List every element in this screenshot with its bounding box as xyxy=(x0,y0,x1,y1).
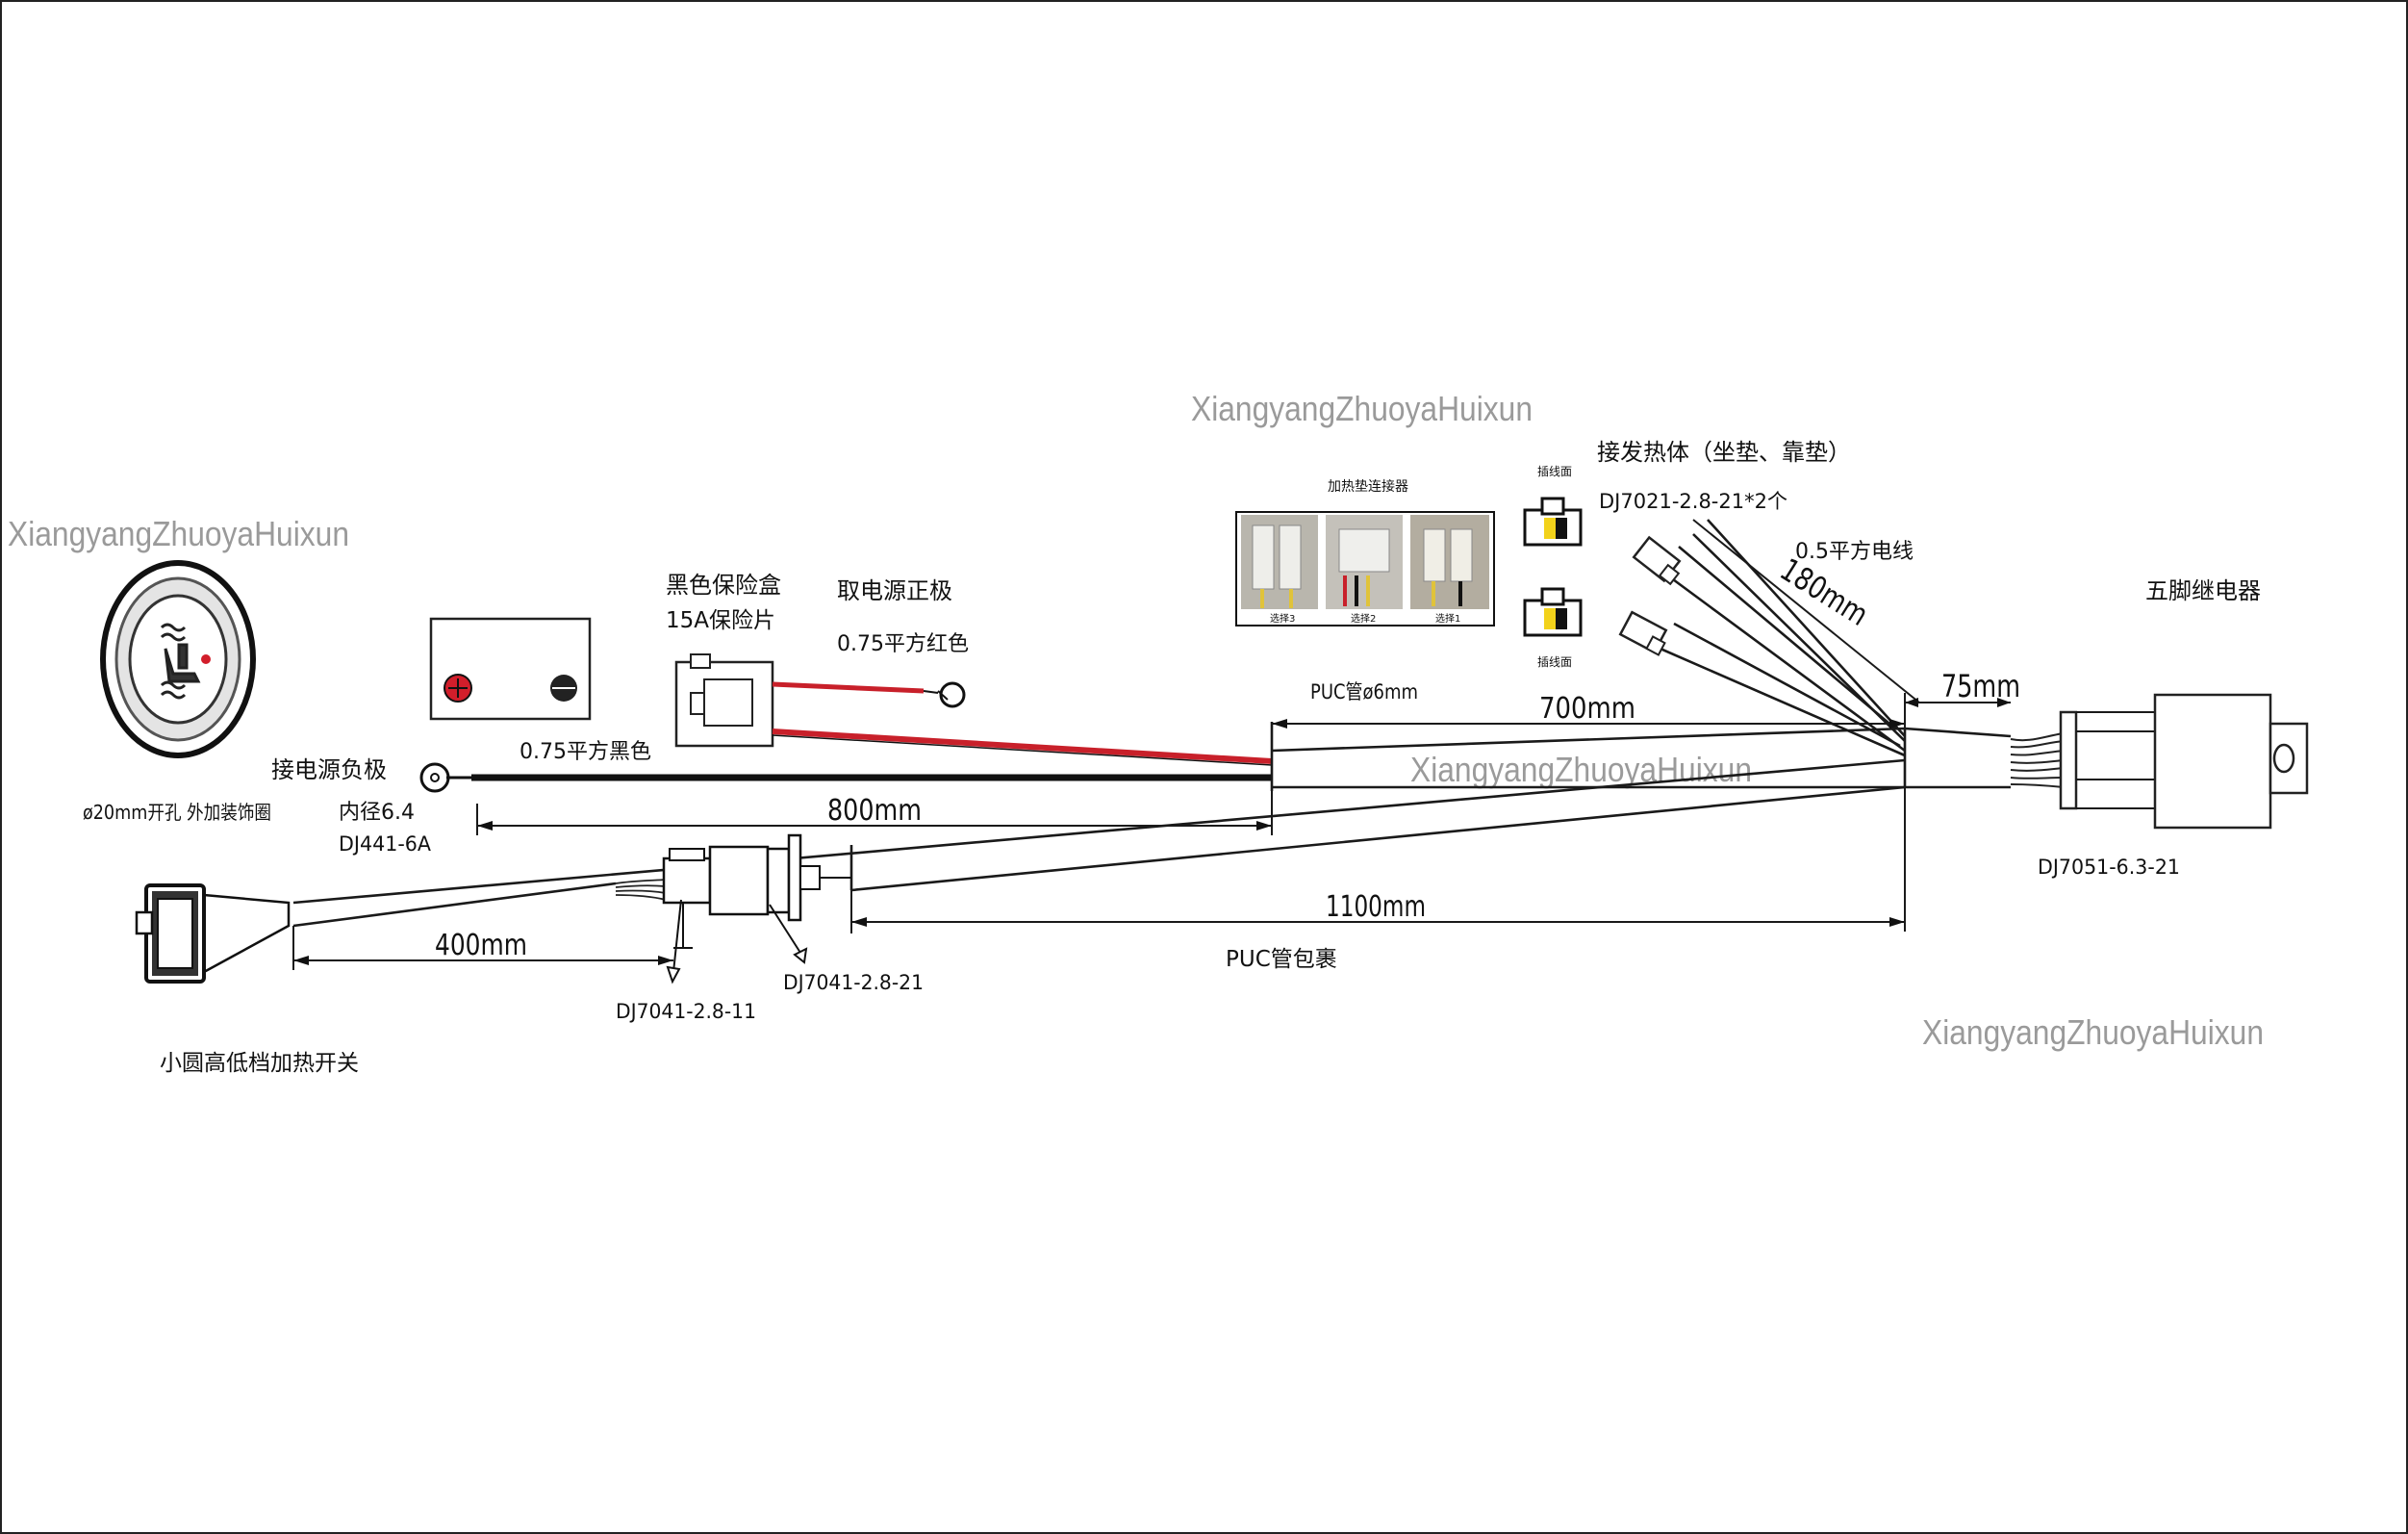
neg-terminal-label: 接电源负极 xyxy=(271,756,387,783)
rocker-switch xyxy=(135,883,291,984)
dim-75mm xyxy=(1904,693,2011,729)
photo-option-1-label: 选择1 xyxy=(1435,612,1460,625)
connector-dj7041-2-8-11 xyxy=(662,848,712,949)
red-wire-label: 0.75平方红色 xyxy=(837,632,969,656)
connector-2821-label: DJ7041-2.8-21 xyxy=(783,971,924,994)
inner-diameter-label: 内径6.4 xyxy=(339,801,415,825)
pvc-6mm-label: PUC管ø6mm xyxy=(1310,680,1418,703)
photo-option-2-label: 选择2 xyxy=(1351,612,1376,625)
dim-800mm-label: 800mm xyxy=(827,794,922,828)
pos-terminal-label: 取电源正极 xyxy=(837,577,952,604)
pad-connector-photos xyxy=(1235,511,1495,626)
red-wire-to-positive xyxy=(772,681,925,694)
dim-1100mm-label: 1100mm xyxy=(1326,890,1426,924)
pad-connector-title: 加热垫连接器 xyxy=(1328,478,1408,495)
relay-lead-wires xyxy=(2010,732,2065,788)
dim-180mm xyxy=(1692,519,1920,703)
plug-face-icon-bottom xyxy=(1523,587,1583,637)
main-harness-tube xyxy=(292,758,1906,928)
heater-branches xyxy=(1646,519,1906,757)
photo-option-3 xyxy=(1241,515,1318,609)
dim-700mm xyxy=(1272,719,1905,729)
pvc-wrap-label: PUC管包裹 xyxy=(1226,947,1337,972)
heater-connector-top xyxy=(1632,535,1682,586)
black-wire-label: 0.75平方黑色 xyxy=(520,740,651,764)
heater-connect-label: 接发热体（坐垫、靠垫） xyxy=(1597,439,1851,466)
fuse-illustration xyxy=(429,617,592,721)
switch-hole-label: ø20mm开孔 外加装饰圈 xyxy=(83,801,271,824)
connector-dj7041-2-8-21 xyxy=(708,833,851,922)
terminal-model-label: DJ441-6A xyxy=(339,832,432,856)
round-switch-illustration xyxy=(100,560,256,758)
plug-face-label-top: 插线面 xyxy=(1537,465,1572,478)
photo-option-1 xyxy=(1410,515,1489,609)
watermark-left: XiangyangZhuoyaHuixun xyxy=(8,514,349,553)
red-wire-main xyxy=(772,729,1273,764)
dim-75mm-label: 75mm xyxy=(1941,668,2020,704)
dim-400mm-label: 400mm xyxy=(435,929,527,962)
five-pin-relay xyxy=(2059,693,2309,830)
wire-05-label: 0.5平方电线 xyxy=(1795,540,1914,564)
switch-cable-wires xyxy=(615,879,667,901)
fuse-holder xyxy=(674,653,774,748)
fuse-rating-label: 15A保险片 xyxy=(666,608,775,633)
watermark-center: XiangyangZhuoyaHuixun xyxy=(1410,750,1752,789)
relay-label: 五脚继电器 xyxy=(2145,577,2261,604)
junction-splice xyxy=(1903,727,2012,789)
relay-model-label: DJ7051-6.3-21 xyxy=(2038,856,2180,879)
switch-indicator-led xyxy=(201,654,211,664)
fuse-box-label: 黑色保险盒 xyxy=(666,572,781,599)
plug-face-label-bottom: 插线面 xyxy=(1537,655,1572,669)
connector-2811-label: DJ7041-2.8-11 xyxy=(616,1000,756,1023)
dim-400mm xyxy=(292,926,673,970)
dim-1100mm xyxy=(850,787,1906,933)
plug-face-icon-top xyxy=(1523,497,1583,547)
watermark-top: XiangyangZhuoyaHuixun xyxy=(1191,389,1533,428)
negative-ring-terminal xyxy=(419,762,471,793)
connector-arrows xyxy=(666,899,808,984)
switch-name-label: 小圆高低档加热开关 xyxy=(160,1051,359,1076)
positive-ring-terminal xyxy=(939,681,966,708)
heater-connector-model-label: DJ7021-2.8-21*2个 xyxy=(1599,490,1787,513)
dim-700mm-label: 700mm xyxy=(1539,692,1635,726)
dim-800mm xyxy=(476,791,1273,835)
heater-connector-bottom xyxy=(1618,610,1668,656)
photo-option-3-label: 选择3 xyxy=(1270,612,1295,625)
seat-heat-icon xyxy=(160,623,201,700)
photo-option-2 xyxy=(1326,515,1403,609)
watermark-bottom-right: XiangyangZhuoyaHuixun xyxy=(1922,1012,2264,1052)
